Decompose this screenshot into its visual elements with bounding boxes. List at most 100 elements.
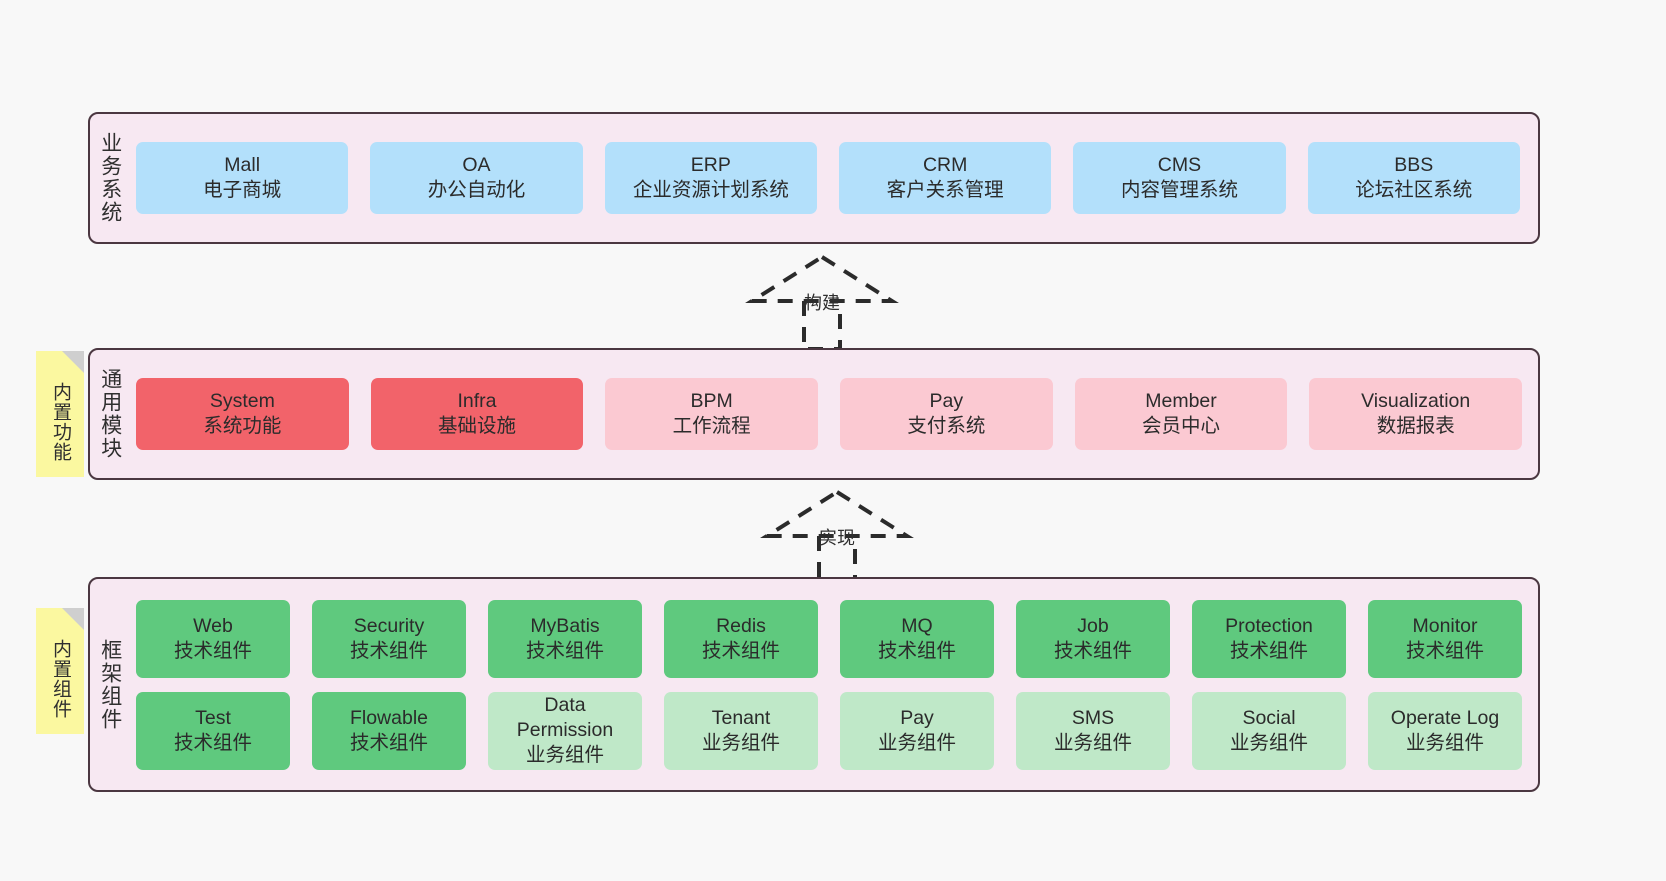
node-crm[interactable]: CRM 客户关系管理: [838, 142, 1052, 214]
arrow-label-build: 构建: [804, 293, 840, 313]
note-builtin-features: 内置功能: [36, 351, 84, 477]
node-sms[interactable]: SMS 业务组件: [1016, 691, 1170, 770]
node-title: Data Permission: [516, 694, 614, 742]
node-subtitle: 业务组件: [1229, 731, 1308, 754]
node-subtitle: 工作流程: [672, 415, 751, 437]
arrow-head-triangle: [760, 489, 914, 538]
node-subtitle: 内容管理系统: [1120, 179, 1238, 201]
node-web[interactable]: Web 技术组件: [136, 599, 290, 678]
node-title: BBS: [1394, 154, 1434, 177]
node-subtitle: 技术组件: [349, 731, 428, 754]
node-member[interactable]: Member 会员中心: [1074, 378, 1288, 450]
node-subtitle: 业务组件: [1405, 731, 1484, 754]
node-pay-component[interactable]: Pay 业务组件: [840, 691, 994, 770]
row: Web 技术组件 Security 技术组件 MyBatis 技术组件 Redi…: [136, 599, 1522, 678]
node-title: CRM: [922, 154, 968, 177]
node-subtitle: 技术组件: [1405, 639, 1484, 662]
node-title: Visualization: [1361, 390, 1471, 413]
layer-business-systems-body: Mall 电子商城 OA 办公自动化 ERP 企业资源计划系统 CRM 客户关系…: [130, 114, 1538, 242]
arrow-head-triangle: [745, 254, 899, 303]
node-subtitle: 技术组件: [1053, 639, 1132, 662]
note-fold-icon: [62, 608, 84, 630]
node-subtitle: 办公自动化: [427, 179, 526, 201]
node-title: MQ: [901, 614, 933, 637]
node-infra[interactable]: Infra 基础设施: [370, 378, 584, 450]
layer-common-modules-title: 通用模块: [98, 368, 122, 460]
layer-framework-components: 框架组件 Web 技术组件 Security 技术组件 MyBatis 技术组件…: [88, 577, 1540, 792]
layer-common-modules-body: System 系统功能 Infra 基础设施 BPM 工作流程 Pay 支付系统…: [130, 350, 1538, 478]
node-title: BPM: [690, 390, 733, 413]
node-title: Protection: [1225, 614, 1313, 637]
node-title: Test: [195, 706, 231, 729]
node-title: Security: [353, 614, 425, 637]
row: System 系统功能 Infra 基础设施 BPM 工作流程 Pay 支付系统…: [136, 378, 1523, 450]
node-subtitle: 基础设施: [438, 415, 517, 437]
node-subtitle: 客户关系管理: [886, 179, 1004, 201]
node-title: Redis: [716, 614, 766, 637]
node-subtitle: 电子商城: [203, 179, 282, 201]
node-subtitle: 业务组件: [525, 743, 604, 766]
node-flowable[interactable]: Flowable 技术组件: [312, 691, 466, 770]
layer-business-systems: 业务系统 Mall 电子商城 OA 办公自动化 ERP 企业资源计划系统 CRM…: [88, 112, 1540, 244]
node-subtitle: 业务组件: [701, 731, 780, 754]
node-title: SMS: [1071, 706, 1115, 729]
node-social[interactable]: Social 业务组件: [1192, 691, 1346, 770]
node-pay-module[interactable]: Pay 支付系统: [840, 378, 1053, 450]
node-mall[interactable]: Mall 电子商城: [136, 142, 349, 214]
node-subtitle: 技术组件: [173, 731, 252, 754]
node-title: ERP: [690, 154, 731, 177]
node-system[interactable]: System 系统功能: [136, 378, 349, 450]
layer-framework-components-body: Web 技术组件 Security 技术组件 MyBatis 技术组件 Redi…: [130, 579, 1538, 790]
node-subtitle: 支付系统: [907, 415, 986, 437]
node-security[interactable]: Security 技术组件: [312, 599, 466, 678]
note-label: 内置功能: [50, 382, 72, 462]
node-title: Flowable: [349, 706, 429, 729]
node-erp[interactable]: ERP 企业资源计划系统: [604, 142, 817, 214]
node-subtitle: 技术组件: [1229, 639, 1308, 662]
row: Test 技术组件 Flowable 技术组件 Data Permission …: [136, 691, 1522, 770]
note-fold-icon: [62, 351, 84, 373]
arrow-label-implement: 实现: [819, 528, 855, 548]
node-subtitle: 系统功能: [203, 415, 282, 437]
layer-framework-components-title: 框架组件: [98, 638, 122, 731]
node-title: Pay: [929, 390, 964, 413]
node-title: Mall: [224, 154, 261, 177]
layer-common-modules: 通用模块 System 系统功能 Infra 基础设施 BPM 工作流程 Pay…: [88, 348, 1540, 480]
node-title: System: [209, 390, 275, 413]
node-subtitle: 业务组件: [1053, 731, 1132, 754]
node-subtitle: 数据报表: [1376, 415, 1455, 437]
node-mq[interactable]: MQ 技术组件: [840, 599, 994, 678]
node-title: Monitor: [1412, 614, 1478, 637]
node-subtitle: 技术组件: [877, 639, 956, 662]
node-redis[interactable]: Redis 技术组件: [664, 599, 818, 678]
generalization-arrow-implement: 实现: [757, 489, 917, 586]
node-title: Social: [1242, 706, 1296, 729]
node-title: Member: [1145, 390, 1217, 413]
node-cms[interactable]: CMS 内容管理系统: [1073, 142, 1286, 214]
node-monitor[interactable]: Monitor 技术组件: [1368, 599, 1522, 678]
node-job[interactable]: Job 技术组件: [1016, 599, 1170, 678]
node-test[interactable]: Test 技术组件: [136, 691, 290, 770]
node-title: OA: [462, 154, 491, 177]
node-subtitle: 业务组件: [877, 731, 956, 754]
generalization-arrow-build: 构建: [742, 254, 902, 351]
node-mybatis[interactable]: MyBatis 技术组件: [488, 599, 642, 678]
node-visualization[interactable]: Visualization 数据报表: [1309, 378, 1523, 450]
node-bbs[interactable]: BBS 论坛社区系统: [1307, 142, 1520, 214]
node-subtitle: 技术组件: [525, 639, 604, 662]
layer-business-systems-title: 业务系统: [98, 132, 122, 224]
node-title: Infra: [457, 390, 497, 413]
node-title: MyBatis: [530, 614, 600, 637]
node-title: CMS: [1157, 154, 1202, 177]
note-label: 内置组件: [50, 639, 72, 719]
node-operate-log[interactable]: Operate Log 业务组件: [1368, 691, 1522, 770]
node-protection[interactable]: Protection 技术组件: [1192, 599, 1346, 678]
node-subtitle: 技术组件: [701, 639, 780, 662]
node-title: Tenant: [711, 706, 771, 729]
node-subtitle: 技术组件: [349, 639, 428, 662]
node-data-permission[interactable]: Data Permission 业务组件: [488, 691, 642, 770]
node-oa[interactable]: OA 办公自动化: [370, 142, 583, 214]
node-bpm[interactable]: BPM 工作流程: [605, 378, 819, 450]
node-tenant[interactable]: Tenant 业务组件: [664, 691, 818, 770]
